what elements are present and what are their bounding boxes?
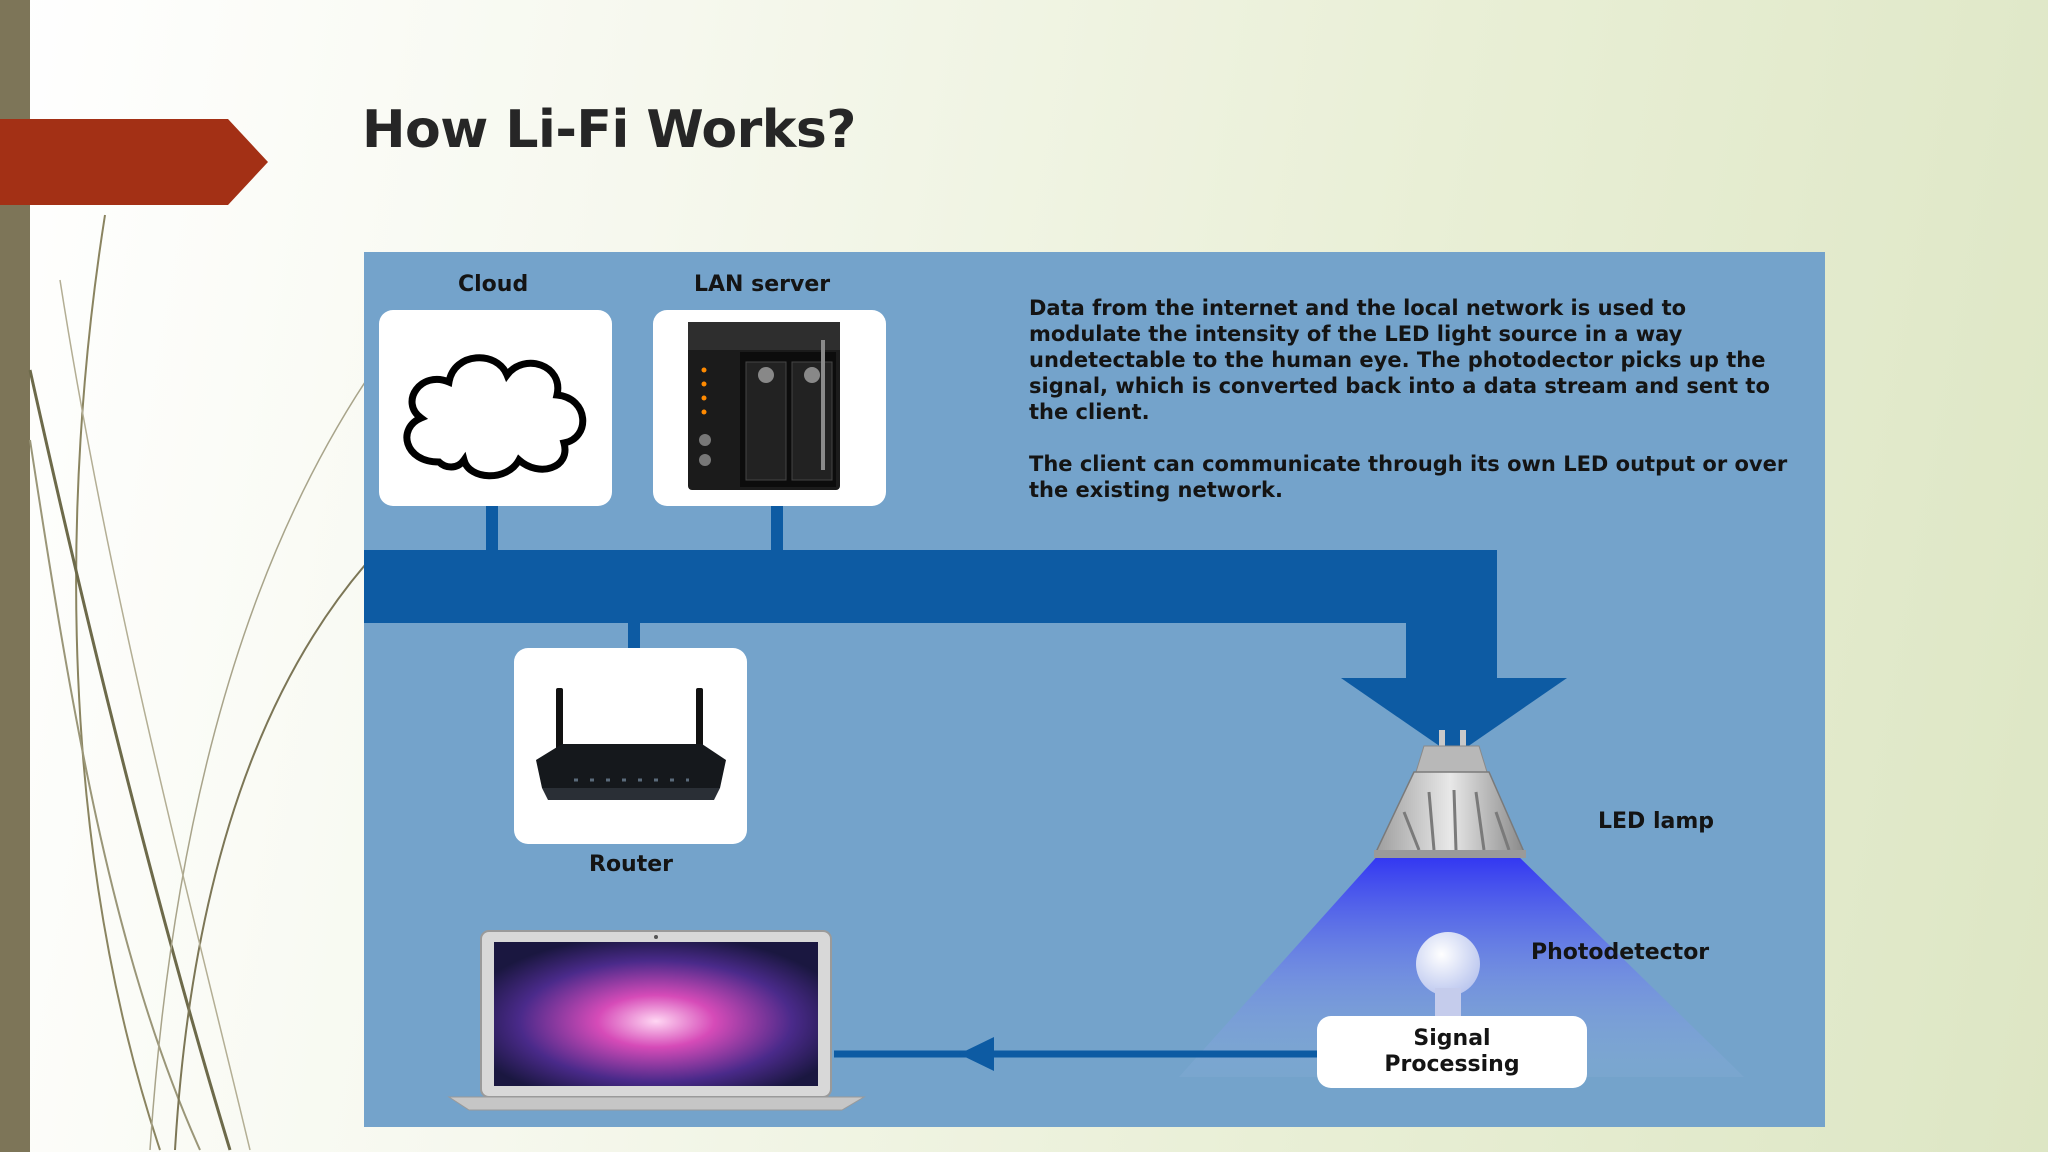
led-lamp-label: LED lamp	[1598, 809, 1715, 834]
cloud-icon	[403, 354, 587, 480]
signal-processing-box: Signal Processing	[1317, 1016, 1587, 1088]
decorative-curves	[28, 214, 420, 1151]
lan-server-card	[653, 310, 886, 506]
router-card	[514, 648, 747, 844]
router-icon	[536, 688, 726, 800]
return-arrow	[834, 1037, 1319, 1071]
lan-server-label: LAN server	[694, 272, 831, 297]
cloud-card	[379, 310, 612, 506]
laptop-icon	[447, 930, 866, 1111]
signal-processing-line-2: Processing	[1384, 1052, 1520, 1077]
router-label: Router	[589, 852, 674, 877]
lifi-diagram: Cloud LAN server Router LED lamp Photode…	[364, 252, 1825, 1127]
signal-processing-line-1: Signal	[1413, 1026, 1491, 1051]
photodetector-icon	[1416, 932, 1480, 1018]
network-bus	[364, 502, 1567, 756]
title-arrow-marker	[0, 119, 268, 205]
description-paragraph-2: The client can communicate through its o…	[1029, 452, 1788, 502]
led-lamp-icon	[1374, 730, 1526, 858]
photodetector-label: Photodetector	[1531, 940, 1710, 965]
nas-server-icon	[688, 322, 840, 490]
cloud-label: Cloud	[458, 272, 529, 297]
slide-title: How Li-Fi Works?	[362, 100, 856, 160]
description-paragraph-1: Data from the internet and the local net…	[1029, 296, 1770, 424]
